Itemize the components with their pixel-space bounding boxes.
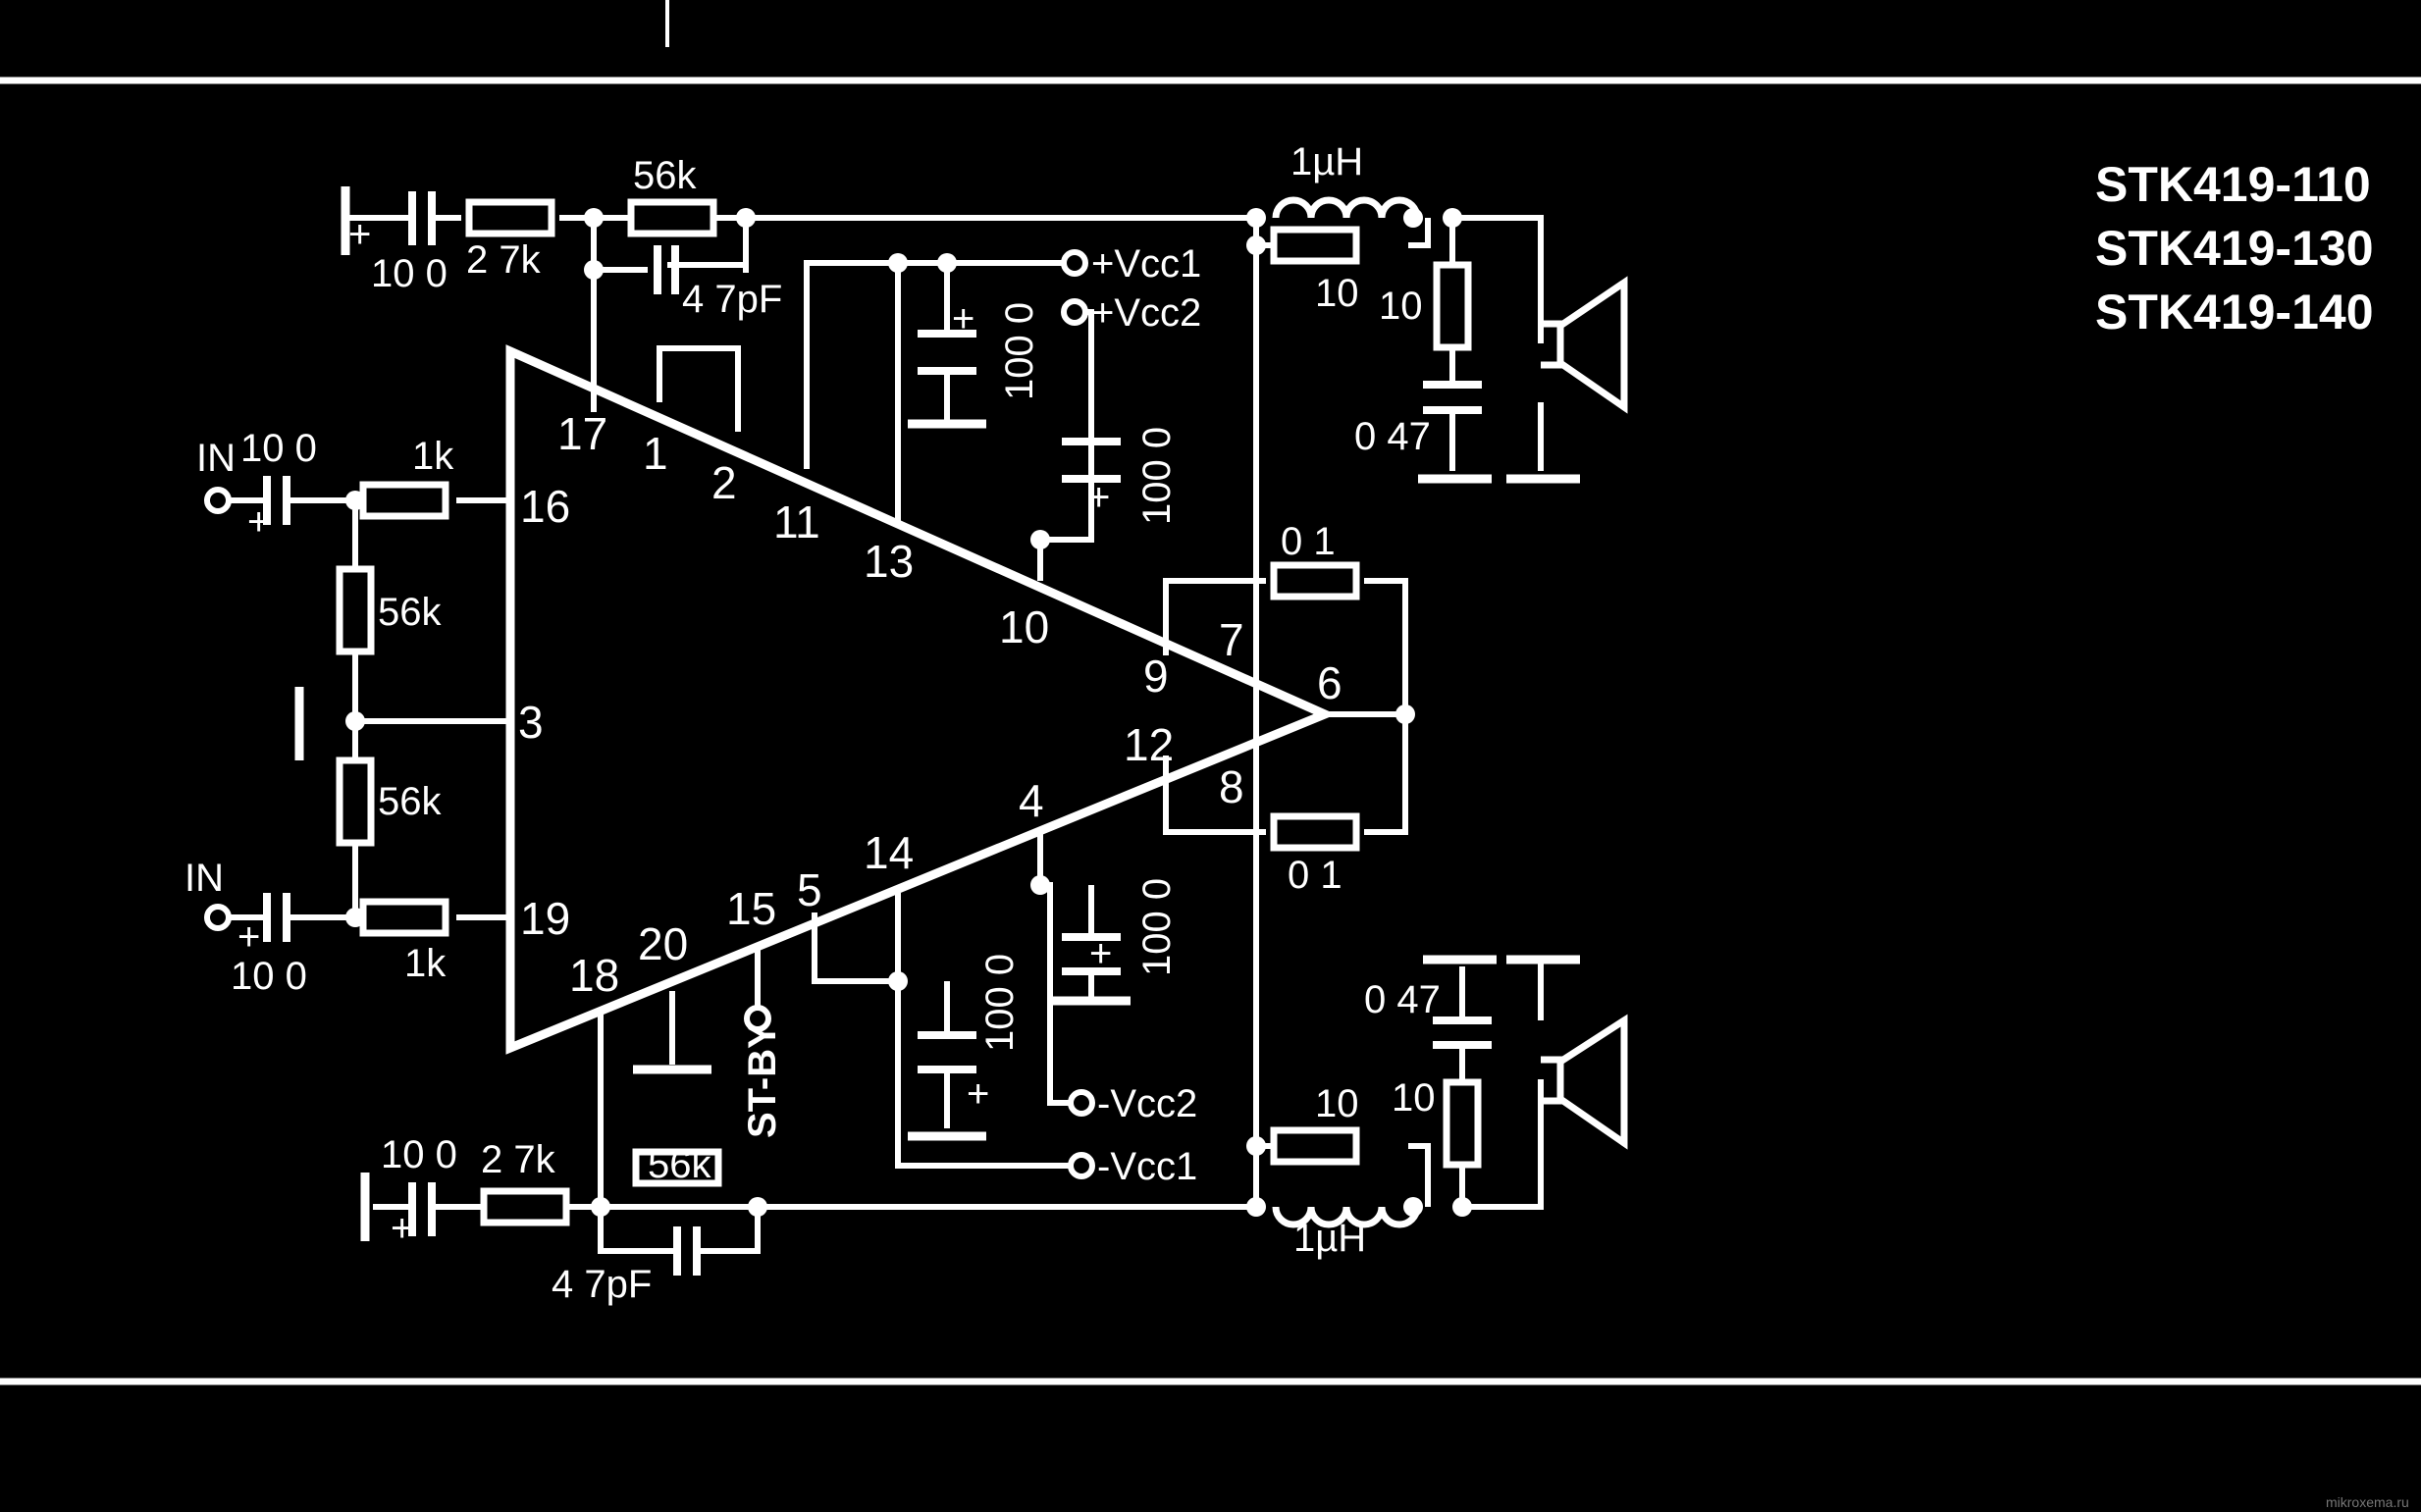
pin-2-label: 2 (711, 457, 737, 508)
speaker-icon (1541, 276, 1628, 414)
cap-value-label: 4 7pF (682, 278, 782, 321)
res-value-label: 1k (412, 435, 454, 478)
pin-3-label: 3 (518, 697, 544, 748)
res-value-label: 56k (378, 780, 442, 823)
junctions (345, 208, 1472, 1217)
polarity-plus: + (952, 297, 974, 340)
model-number: STK419-130 (2095, 221, 2374, 276)
supply-label: +Vcc2 (1091, 291, 1201, 335)
cap-value-label: 10 0 (381, 1133, 457, 1176)
capacitors (263, 191, 1492, 1276)
terminals (204, 249, 1095, 1179)
pin-10-label: 10 (999, 601, 1049, 652)
polarity-plus: + (348, 213, 371, 256)
pin-numbers: 1 2 3 4 5 6 7 8 9 10 11 12 13 14 15 16 1… (518, 408, 1342, 1001)
res-value-label: 56k (633, 154, 697, 197)
res-value-label: 1k (404, 942, 447, 985)
cap-value-label: 10 0 (371, 252, 447, 295)
ground-symbols (294, 186, 1580, 1241)
component-labels: 10 0 + 2 7k 56k 4 7pF IN 10 0 + 1k 56k 5… (184, 140, 1441, 1306)
pin-6-label: 6 (1317, 657, 1342, 708)
polarity-plus: + (1087, 476, 1110, 519)
cap-value-label: 100 0 (978, 954, 1022, 1052)
res-value-label: 56k (378, 591, 442, 634)
res-value-label: 2 7k (466, 238, 542, 282)
cap-value-label: 4 7pF (552, 1263, 652, 1306)
inductor-label: 1µH (1293, 1217, 1366, 1260)
res-value-label: 10 (1315, 272, 1359, 315)
pin-8-label: 8 (1219, 761, 1244, 812)
model-number: STK419-140 (2095, 285, 2374, 339)
pin-11-label: 11 (773, 496, 820, 547)
pin-7-label: 7 (1219, 614, 1244, 665)
watermark: mikroxema.ru (2326, 1494, 2409, 1510)
inductors (1272, 196, 1421, 1228)
res-value-label: 10 (1379, 285, 1423, 328)
pin-20-label: 20 (638, 918, 688, 969)
res-value-label: 0 1 (1281, 520, 1336, 563)
pin-16-label: 16 (520, 481, 570, 532)
supply-label: -Vcc2 (1097, 1082, 1197, 1125)
pin-1-label: 1 (643, 428, 668, 479)
input-label: IN (184, 857, 224, 900)
polarity-plus: + (967, 1072, 989, 1116)
polarity-plus: + (391, 1207, 413, 1250)
pin-13-label: 13 (864, 536, 914, 587)
model-list: STK419-110 STK419-130 STK419-140 (2095, 157, 2374, 339)
pin-17-label: 17 (557, 408, 607, 459)
speaker-icon (1541, 1014, 1628, 1150)
cap-value-label: 0 47 (1354, 415, 1431, 458)
pin-5-label: 5 (797, 864, 822, 915)
cap-value-label: 10 0 (231, 955, 307, 998)
res-value-label: 10 (1315, 1082, 1359, 1125)
model-number: STK419-110 (2095, 157, 2371, 212)
inductor-label: 1µH (1290, 140, 1363, 183)
amplifier-ic-triangle (505, 344, 1337, 1055)
input-label: IN (196, 437, 236, 480)
pin-14-label: 14 (864, 827, 914, 878)
supply-label: -Vcc1 (1097, 1145, 1197, 1188)
res-value-label: 56k (648, 1143, 711, 1186)
pin-19-label: 19 (520, 893, 570, 944)
polarity-plus: + (247, 500, 270, 544)
standby-label: ST-BY (741, 1022, 784, 1138)
pin-4-label: 4 (1019, 775, 1044, 826)
res-value-label: 10 (1392, 1076, 1436, 1120)
pin-15-label: 15 (726, 883, 776, 934)
pin-9-label: 9 (1143, 651, 1169, 702)
polarity-plus: + (1089, 932, 1112, 975)
cap-value-label: 100 0 (1135, 878, 1179, 976)
frame-lines (0, 0, 2421, 1385)
res-value-label: 0 1 (1288, 854, 1342, 897)
cap-value-label: 100 0 (1135, 427, 1179, 525)
pin-12-label: 12 (1124, 719, 1174, 770)
polarity-plus: + (237, 915, 260, 959)
pin-18-label: 18 (569, 950, 619, 1001)
res-value-label: 2 7k (481, 1138, 556, 1181)
cap-value-label: 10 0 (240, 427, 317, 470)
cap-value-label: 0 47 (1364, 978, 1441, 1021)
supply-label: +Vcc1 (1091, 242, 1201, 286)
cap-value-label: 100 0 (998, 302, 1041, 400)
